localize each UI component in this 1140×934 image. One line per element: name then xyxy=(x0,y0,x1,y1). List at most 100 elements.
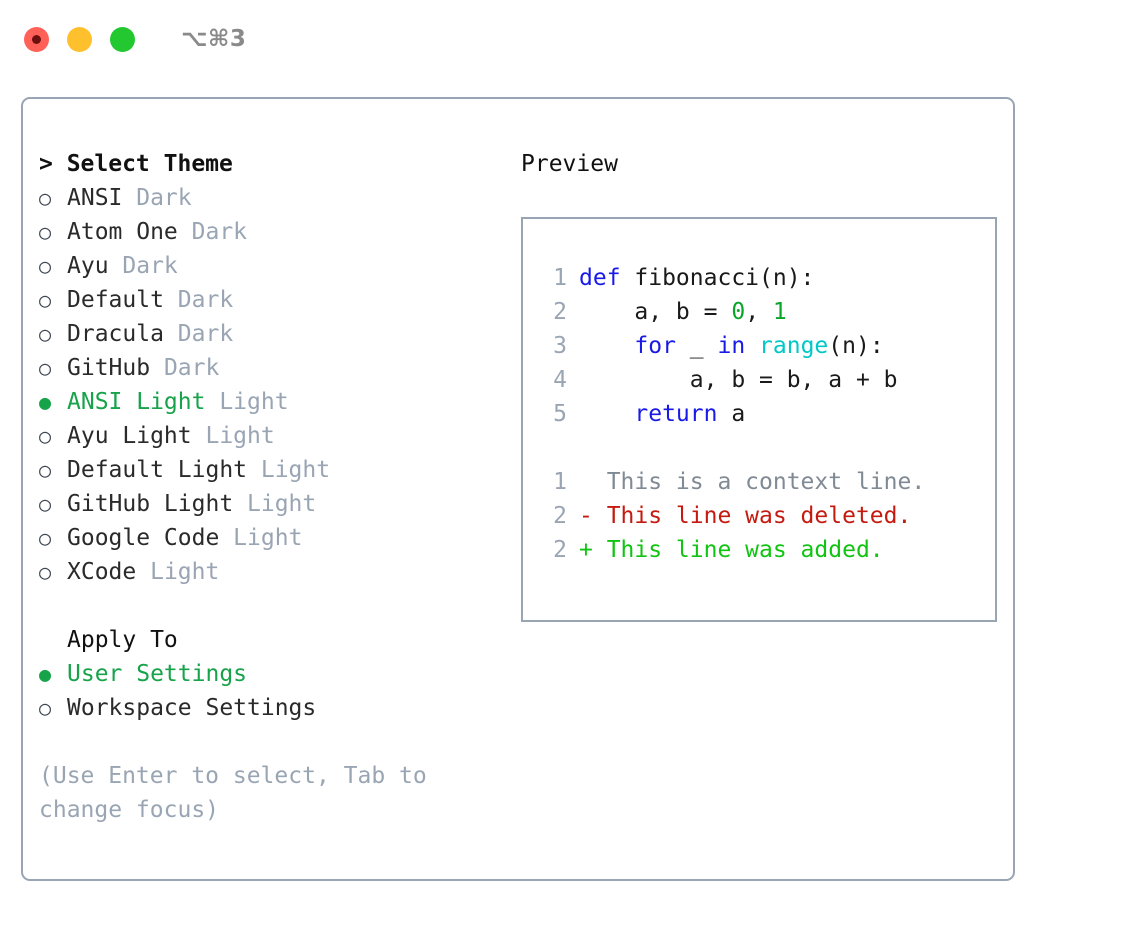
apply-to-option-label: User Settings xyxy=(67,661,248,687)
code-token: a, b = b, a + b xyxy=(579,367,898,393)
select-theme-header: > Select Theme xyxy=(39,151,233,177)
preview-header: Preview xyxy=(521,151,618,177)
diff-line: 1 This is a context line. xyxy=(541,465,995,499)
line-number: 4 xyxy=(553,367,567,393)
theme-option-tag: Light xyxy=(191,423,275,449)
theme-option-ansi-light[interactable]: ●ANSI Light Light xyxy=(39,385,501,419)
apply-to-option-workspace-settings[interactable]: ○ Workspace Settings xyxy=(39,691,501,725)
code-token: a, b = xyxy=(579,299,732,325)
theme-option-default-light[interactable]: ○Default Light Light xyxy=(39,453,501,487)
line-number: 2 xyxy=(553,537,567,563)
code-token xyxy=(745,333,759,359)
code-token: a xyxy=(717,401,746,427)
theme-option-ayu-light[interactable]: ○Ayu Light Light xyxy=(39,419,501,453)
keyboard-shortcut-label: ⌥⌘3 xyxy=(181,26,247,52)
theme-option-label: GitHub xyxy=(67,355,151,381)
line-number: 5 xyxy=(553,401,567,427)
theme-option-label: GitHub Light xyxy=(67,491,234,517)
code-token: 0 xyxy=(731,299,746,325)
theme-option-tag: Light xyxy=(205,389,289,415)
theme-option-tag: Dark xyxy=(150,355,220,381)
line-number: 1 xyxy=(553,469,567,495)
theme-option-label: Default xyxy=(67,287,164,313)
radio-unselected-icon: ○ xyxy=(39,322,52,346)
theme-option-google-code[interactable]: ○ Google Code Light xyxy=(39,521,501,555)
radio-unselected-icon: ○ xyxy=(39,560,52,584)
code-token: range xyxy=(759,333,829,359)
close-button[interactable] xyxy=(24,26,49,52)
theme-option-dracula[interactable]: ○Dracula Dark xyxy=(39,317,501,351)
title-bar: ⌥⌘3 xyxy=(0,0,1140,78)
theme-option-ansi[interactable]: ○ ANSI Dark xyxy=(39,181,501,215)
minimize-button[interactable] xyxy=(67,26,92,52)
radio-unselected-icon: ○ xyxy=(39,186,52,210)
line-number: 2 xyxy=(553,503,567,529)
code-line: 1 def fibonacci(n): xyxy=(541,261,995,295)
theme-option-label: Google Code xyxy=(67,525,220,551)
theme-option-github-light[interactable]: ○GitHub Light Light xyxy=(39,487,501,521)
code-token: + This line was added. xyxy=(579,537,884,563)
code-token: in xyxy=(717,333,746,359)
theme-option-tag: Dark xyxy=(108,253,178,279)
radio-unselected-icon: ○ xyxy=(39,254,52,278)
theme-option-tag: Light xyxy=(247,457,331,483)
code-token: 1 xyxy=(772,299,787,325)
apply-to-option-user-settings[interactable]: ●User Settings xyxy=(39,657,501,691)
theme-option-tag: Light xyxy=(233,491,317,517)
code-diff-spacer xyxy=(541,431,995,465)
window-columns: > Select Theme ○ANSI Dark○Atom One Dark○… xyxy=(23,99,1013,879)
code-line: 3 for _ in range(n): xyxy=(541,329,995,363)
app-window: > Select Theme ○ANSI Dark○Atom One Dark○… xyxy=(21,97,1015,881)
code-token: This is a context line. xyxy=(579,469,926,495)
theme-option-default[interactable]: ○ Default Dark xyxy=(39,283,501,317)
theme-option-tag: Light xyxy=(219,525,303,551)
theme-option-tag: Dark xyxy=(122,185,192,211)
apply-to-list[interactable]: ●User Settings ○ Workspace Settings xyxy=(39,657,501,725)
theme-option-label: Default Light xyxy=(67,457,248,483)
code-token xyxy=(579,401,634,427)
code-token: _ xyxy=(675,333,718,359)
line-number: 3 xyxy=(553,333,567,359)
theme-list[interactable]: ○ANSI Dark○Atom One Dark○Ayu Dark○Defaul… xyxy=(39,181,501,589)
theme-option-tag: Dark xyxy=(163,321,234,347)
code-token xyxy=(579,333,634,359)
theme-option-atom-one[interactable]: ○Atom One Dark xyxy=(39,215,501,249)
theme-option-label: ANSI Light xyxy=(67,389,206,415)
line-number: 2 xyxy=(553,299,567,325)
apply-to-option-label: Workspace Settings xyxy=(67,695,317,721)
radio-unselected-icon: ○ xyxy=(39,526,52,550)
theme-option-label: ANSI xyxy=(67,185,123,211)
code-token: , xyxy=(745,299,773,325)
zoom-button[interactable] xyxy=(110,26,135,52)
code-token: fibonacci(n): xyxy=(634,265,815,291)
theme-option-ayu[interactable]: ○ Ayu Dark xyxy=(39,249,501,283)
code-token: def xyxy=(579,265,635,291)
theme-option-label: Ayu xyxy=(67,253,109,279)
theme-option-tag: Dark xyxy=(163,287,234,313)
diff-sample: 1 This is a context line.2- This line wa… xyxy=(541,465,995,567)
theme-option-tag: Light xyxy=(136,559,220,585)
line-number: 1 xyxy=(553,265,567,291)
code-token: (n): xyxy=(828,333,884,359)
theme-selector-pane: > Select Theme ○ANSI Dark○Atom One Dark○… xyxy=(23,99,501,879)
code-token: for xyxy=(634,333,676,359)
code-line: 5 return a xyxy=(541,397,995,431)
theme-option-github[interactable]: ○ GitHub Dark xyxy=(39,351,501,385)
hint-spacer xyxy=(39,725,501,759)
radio-unselected-icon: ○ xyxy=(39,696,52,720)
theme-option-xcode[interactable]: ○ XCode Light xyxy=(39,555,501,589)
radio-unselected-icon: ○ xyxy=(39,288,52,312)
code-line: 2 a, b = 0, 1 xyxy=(541,295,995,329)
theme-option-label: Ayu Light xyxy=(67,423,192,449)
diff-line: 2 + This line was added. xyxy=(541,533,995,567)
theme-option-label: XCode xyxy=(67,559,137,585)
code-token: return xyxy=(634,401,718,427)
radio-unselected-icon: ○ xyxy=(39,356,52,380)
window-controls xyxy=(24,26,135,52)
code-line: 4 a, b = b, a + b xyxy=(541,363,995,397)
theme-option-tag: Dark xyxy=(177,219,248,245)
list-spacer xyxy=(39,589,501,623)
